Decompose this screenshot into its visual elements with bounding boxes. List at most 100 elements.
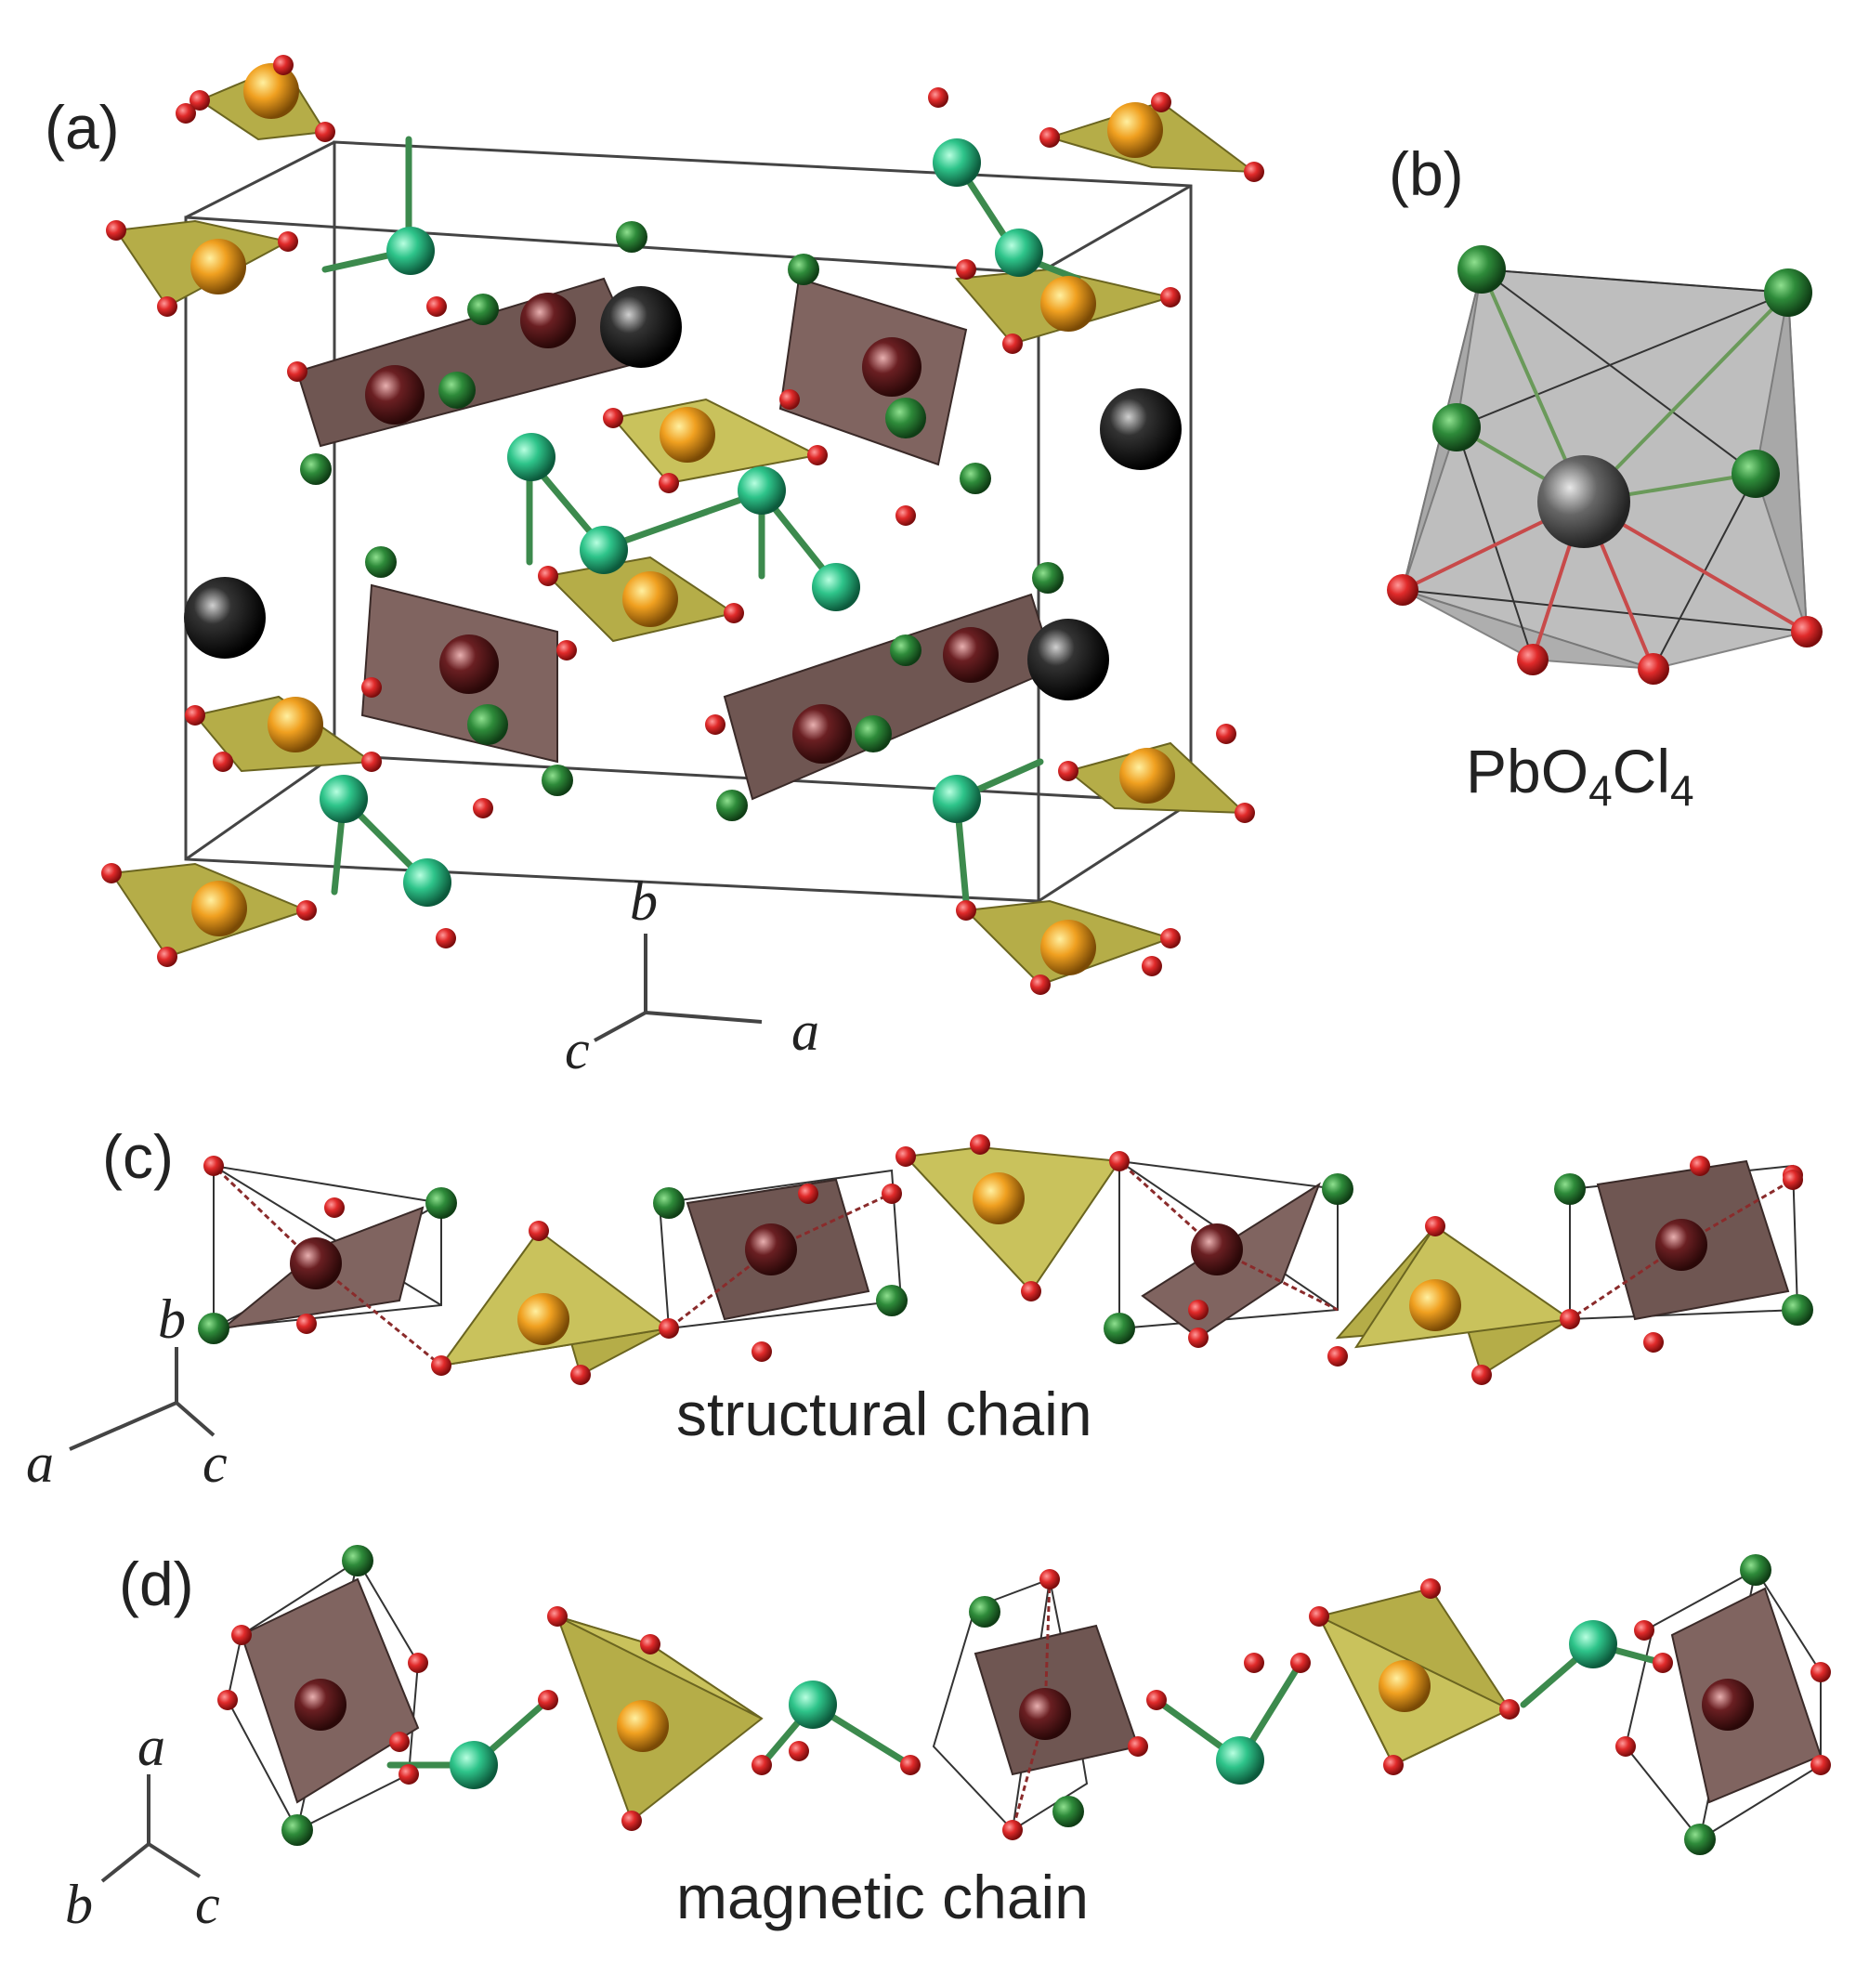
atom-cl bbox=[425, 1187, 457, 1219]
axes-a: b c a bbox=[565, 870, 819, 1080]
panel-c-label: (c) bbox=[102, 1122, 174, 1191]
atom-cl bbox=[890, 634, 921, 666]
atom-o bbox=[928, 87, 948, 108]
cl-atoms-a bbox=[300, 221, 1064, 821]
atom-o bbox=[1142, 956, 1162, 976]
polyhedron-face bbox=[1402, 589, 1654, 670]
atom-o bbox=[1058, 761, 1078, 781]
atom-o bbox=[273, 55, 294, 75]
formula-sub-cl: 4 bbox=[1670, 766, 1694, 815]
atom-bridge bbox=[738, 466, 786, 515]
atom-o bbox=[1235, 803, 1255, 823]
structural-chain-caption: structural chain bbox=[676, 1380, 1092, 1448]
atom-cl bbox=[467, 704, 508, 745]
atom-o bbox=[1160, 928, 1181, 948]
axis-label-c: c bbox=[565, 1019, 590, 1080]
atom-v bbox=[191, 881, 247, 936]
atom-o bbox=[101, 863, 122, 883]
atom-cl bbox=[198, 1313, 229, 1344]
bond-line bbox=[1038, 801, 1192, 903]
atom-o bbox=[556, 640, 577, 660]
atom-o bbox=[900, 1755, 921, 1775]
atom-o bbox=[547, 1606, 568, 1627]
atom-o bbox=[361, 677, 382, 698]
atom-o bbox=[399, 1764, 419, 1785]
atom-cu bbox=[862, 337, 921, 397]
atom-o bbox=[1151, 92, 1171, 112]
atom-o bbox=[621, 1811, 642, 1831]
bond-line bbox=[1481, 268, 1789, 294]
atom-bridge bbox=[580, 526, 628, 574]
atom-o bbox=[1634, 1620, 1654, 1641]
atom-o bbox=[296, 1314, 317, 1334]
atom-o bbox=[1039, 1569, 1060, 1589]
atom-o bbox=[278, 231, 298, 252]
atom-o bbox=[296, 900, 317, 921]
atom-pb bbox=[1537, 455, 1630, 548]
bond-line bbox=[100, 1842, 150, 1883]
atom-o bbox=[1653, 1653, 1673, 1673]
atom-cl bbox=[1104, 1313, 1135, 1344]
atom-o bbox=[1810, 1755, 1831, 1775]
bond-line bbox=[1038, 184, 1192, 275]
axis-label-b: b bbox=[158, 1288, 186, 1350]
atom-o bbox=[895, 1146, 916, 1167]
atom-v bbox=[268, 697, 323, 752]
atom-cl bbox=[1740, 1554, 1771, 1586]
atom-cl bbox=[1684, 1824, 1716, 1855]
atom-o bbox=[659, 1318, 679, 1339]
atom-bridge bbox=[1216, 1736, 1264, 1785]
formula-main: PbO bbox=[1466, 737, 1588, 805]
atom-cu bbox=[290, 1237, 342, 1289]
formula-cl: Cl bbox=[1613, 737, 1670, 805]
atom-cl bbox=[342, 1545, 373, 1576]
pb-atoms-a bbox=[184, 286, 1182, 700]
atom-cl bbox=[1764, 268, 1812, 317]
pb-coordination-polyhedron bbox=[1387, 245, 1823, 685]
tetrahedron bbox=[556, 1615, 763, 1720]
chain-d-atoms bbox=[217, 1545, 1831, 1855]
atom-o bbox=[1002, 1820, 1023, 1840]
atom-o bbox=[640, 1634, 660, 1654]
atom-o bbox=[217, 1690, 238, 1710]
atom-o bbox=[659, 473, 679, 493]
atom-o bbox=[807, 445, 828, 465]
atom-o bbox=[185, 705, 205, 726]
atom-bridge bbox=[933, 775, 981, 823]
panel-d: (d) bbox=[65, 1545, 1831, 1935]
atom-bridge bbox=[1569, 1620, 1617, 1668]
atom-o bbox=[1128, 1736, 1148, 1757]
v-atoms-a bbox=[190, 63, 1175, 975]
atom-o bbox=[287, 361, 307, 382]
atom-o bbox=[1216, 724, 1236, 744]
atom-bridge bbox=[386, 227, 435, 275]
atom-pb bbox=[600, 286, 682, 368]
atom-o bbox=[426, 296, 447, 317]
atom-cu bbox=[520, 293, 576, 348]
atom-o bbox=[361, 752, 382, 772]
bridge-atoms-a bbox=[320, 138, 1043, 907]
atom-o bbox=[1425, 1216, 1445, 1236]
atom-v bbox=[1409, 1279, 1461, 1331]
atom-o bbox=[176, 103, 196, 124]
o-atoms-a bbox=[101, 55, 1264, 995]
atom-pb bbox=[1100, 388, 1182, 470]
atom-cl bbox=[616, 221, 647, 253]
cu-atoms-a bbox=[365, 293, 999, 764]
atom-cl bbox=[1432, 403, 1481, 451]
atom-o bbox=[324, 1197, 345, 1218]
atom-pb bbox=[184, 577, 266, 659]
bond-line bbox=[175, 1401, 216, 1437]
chain-c-atoms bbox=[198, 1134, 1813, 1385]
bond-line bbox=[69, 1401, 177, 1451]
atom-cl bbox=[716, 790, 748, 821]
atom-o bbox=[1690, 1156, 1710, 1176]
atom-o bbox=[1146, 1690, 1167, 1710]
magnetic-chain-caption: magnetic chain bbox=[676, 1863, 1089, 1931]
bond-line bbox=[147, 1842, 202, 1878]
atom-cl bbox=[876, 1285, 908, 1316]
formula-sub-o: 4 bbox=[1588, 766, 1613, 815]
atom-bridge bbox=[812, 563, 860, 611]
atom-v bbox=[243, 63, 299, 119]
